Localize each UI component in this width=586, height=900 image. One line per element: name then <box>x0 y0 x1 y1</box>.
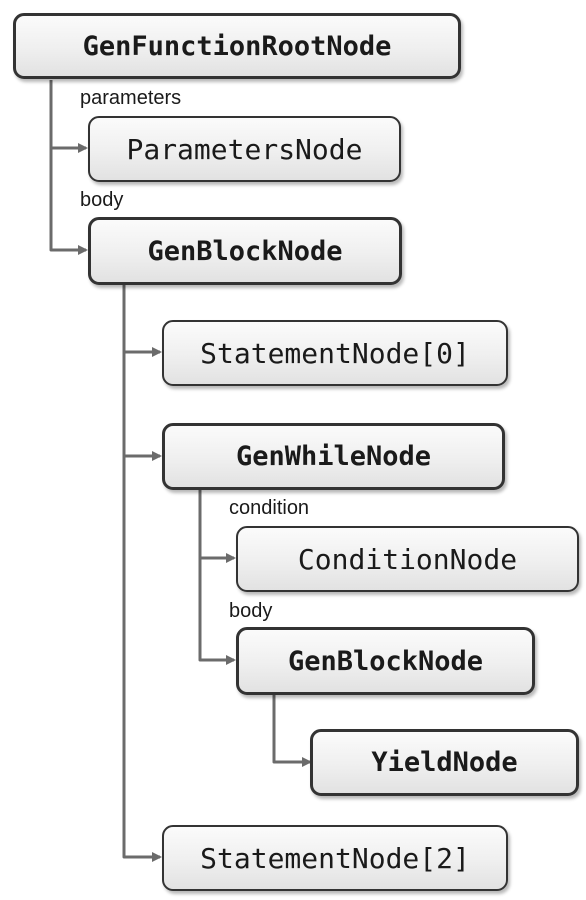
edge-label-root-body: body <box>80 189 124 211</box>
connector-block-statement2 <box>122 456 162 862</box>
condition-node: ConditionNode <box>236 526 579 592</box>
connector-block-statement0 <box>122 285 162 357</box>
connector-block-yield <box>272 695 312 767</box>
connector-root-body <box>49 148 88 255</box>
gen-block-node-inner: GenBlockNode <box>236 627 535 695</box>
statement-node-0: StatementNode[0] <box>162 320 508 386</box>
parameters-node: ParametersNode <box>88 116 401 182</box>
connector-block-while <box>122 352 162 461</box>
yield-node: YieldNode <box>310 729 579 796</box>
gen-block-node-outer: GenBlockNode <box>88 217 402 285</box>
gen-function-root-node: GenFunctionRootNode <box>13 13 461 79</box>
edge-label-parameters: parameters <box>80 87 182 109</box>
edge-label-condition: condition <box>229 497 310 519</box>
statement-node-2: StatementNode[2] <box>162 825 508 891</box>
edge-label-while-body: body <box>229 600 273 622</box>
connector-while-body <box>198 558 236 665</box>
gen-while-node: GenWhileNode <box>162 423 505 490</box>
